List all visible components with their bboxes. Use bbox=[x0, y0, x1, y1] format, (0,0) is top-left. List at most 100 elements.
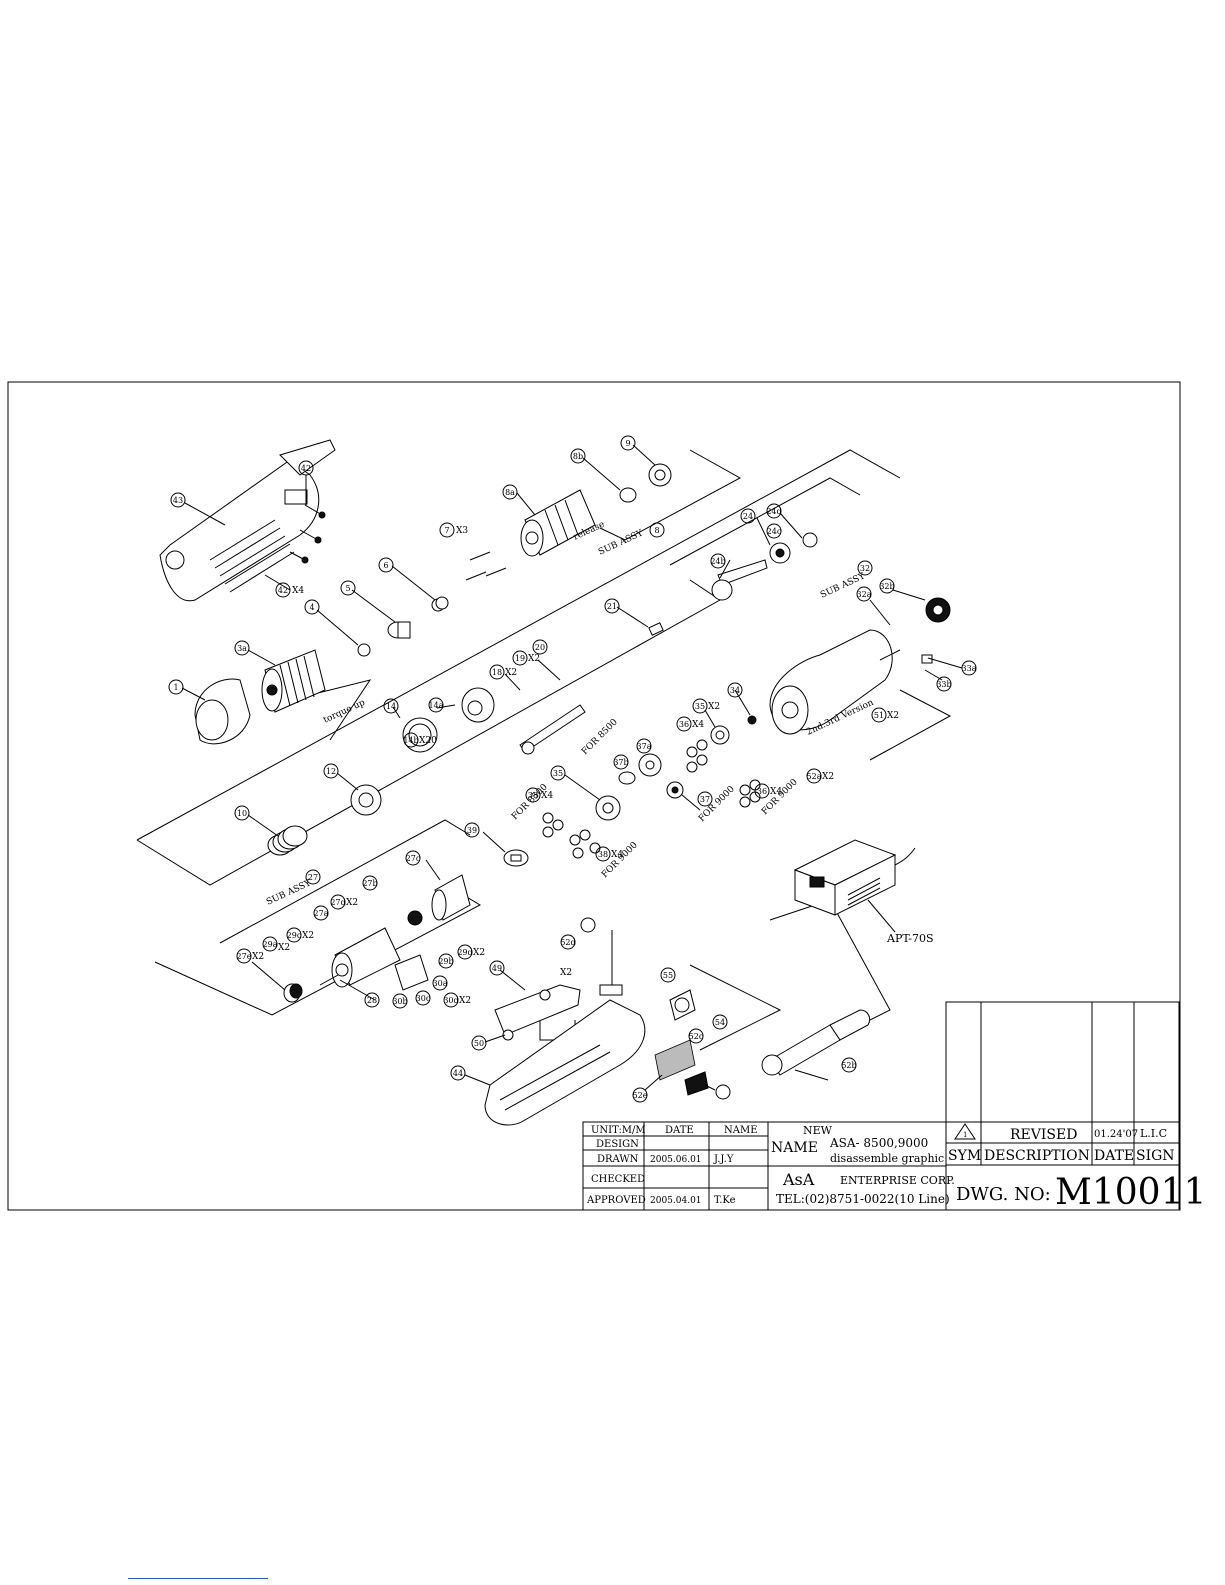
qty-7: X3 bbox=[456, 526, 468, 536]
qty-27e: X2 bbox=[252, 952, 264, 962]
qty-36-bottom: X4 bbox=[770, 787, 782, 797]
tb-new: NEW bbox=[803, 1124, 833, 1137]
label-30d: 30d bbox=[443, 996, 458, 1005]
label-29c: 29c bbox=[287, 931, 302, 940]
qty-18: X2 bbox=[505, 668, 517, 678]
label-30c: 30c bbox=[416, 994, 431, 1003]
qty-30d: X2 bbox=[459, 996, 471, 1006]
label-24c: 24c bbox=[767, 527, 782, 536]
tb-rev-symbol: 1 bbox=[963, 1131, 967, 1139]
label-34: 34 bbox=[730, 686, 740, 695]
tb-tel: TEL:(02)8751-0022(10 Line) bbox=[776, 1192, 950, 1206]
label-37b: 37b bbox=[613, 758, 628, 767]
label-18: 18 bbox=[492, 668, 502, 677]
label-20: 20 bbox=[535, 643, 545, 652]
part-37b-gear bbox=[618, 771, 636, 785]
tb-date-header: DATE bbox=[665, 1125, 694, 1136]
label-6: 6 bbox=[383, 561, 388, 570]
tb-drawn: DRAWN bbox=[597, 1154, 639, 1165]
qty-38-bottom: X4 bbox=[611, 850, 623, 860]
part-21-pin bbox=[648, 622, 664, 636]
label-10: 10 bbox=[237, 809, 247, 818]
part-5-bushing bbox=[387, 621, 411, 639]
label-38-top: 38 bbox=[528, 791, 538, 800]
tb-dwg-label: DWG. NO: bbox=[956, 1184, 1051, 1205]
part-34-screw bbox=[747, 715, 757, 725]
tb-rev-date: 01.24'07 bbox=[1094, 1129, 1138, 1140]
part-42b-handle-lower bbox=[484, 999, 646, 1126]
label-42b: 44 bbox=[453, 1069, 463, 1078]
label-33a: 33a bbox=[962, 664, 977, 673]
part-36-magnets bbox=[686, 739, 761, 808]
label-28: 28 bbox=[367, 996, 377, 1005]
tb-checked: CHECKED bbox=[591, 1174, 645, 1185]
label-27b: 27b bbox=[362, 879, 377, 888]
tb-desc: disassemble graphic bbox=[830, 1152, 944, 1165]
qty-43: X2 bbox=[560, 968, 572, 978]
qty-29a: X2 bbox=[278, 943, 290, 953]
tb-revised: REVISED bbox=[1010, 1127, 1077, 1143]
tb-sign: SIGN bbox=[1136, 1148, 1175, 1164]
label-52a: 52c bbox=[689, 1032, 704, 1041]
qty-14b: X20 bbox=[419, 736, 437, 746]
title-block: UNIT:M/M DATE NAME DESIGN DRAWN 2005.06.… bbox=[582, 1001, 1206, 1213]
part-bubbles bbox=[168, 435, 977, 1103]
tb-sym: SYM bbox=[948, 1148, 981, 1164]
part-42-handle-upper bbox=[159, 439, 336, 602]
qty-27d: X2 bbox=[346, 898, 358, 908]
label-52d: 54 bbox=[715, 1018, 725, 1027]
part-27a-housing bbox=[331, 927, 401, 988]
part-10-spring bbox=[267, 825, 308, 856]
label-30a: 30a bbox=[433, 979, 448, 988]
label-50: 52a bbox=[807, 772, 822, 781]
tb-rev-sign: L.I.C bbox=[1140, 1127, 1167, 1140]
tb-drawn-name: J.J.Y bbox=[713, 1154, 734, 1165]
sub-assy-label-8: SUB ASSY bbox=[597, 528, 646, 558]
tb-description: DESCRIPTION bbox=[984, 1148, 1090, 1164]
power-supply-label: APT-70S bbox=[886, 932, 934, 945]
label-27: 27 bbox=[308, 873, 318, 882]
label-29b: 29b bbox=[438, 957, 453, 966]
label-27e: 27e bbox=[237, 952, 252, 961]
part-3a-sleeve bbox=[261, 649, 326, 713]
part-power-supply bbox=[793, 839, 916, 916]
label-8a: 8a bbox=[505, 488, 515, 497]
label-27d: 27d bbox=[330, 898, 345, 907]
label-42: 43 bbox=[173, 496, 183, 505]
label-14a: 14a bbox=[429, 701, 444, 710]
part-38-gears bbox=[542, 812, 601, 859]
tb-name-label: NAME bbox=[771, 1140, 818, 1156]
part-32b-brush-holder bbox=[925, 597, 951, 623]
label-32b: 32b bbox=[879, 582, 894, 591]
torque-up-label: torque up bbox=[322, 698, 367, 726]
tb-dwg-no: M10011 bbox=[1055, 1172, 1206, 1213]
part-27c-sleeve bbox=[431, 874, 471, 921]
for-9000-label-mid: FOR 9000 bbox=[697, 784, 737, 824]
label-9: 9 bbox=[625, 439, 630, 448]
label-24: 24 bbox=[743, 512, 753, 521]
label-27a: 27a bbox=[314, 909, 329, 918]
label-14: 14 bbox=[386, 702, 396, 711]
part-43-clamp bbox=[494, 984, 581, 1036]
label-29d: 29d bbox=[457, 948, 472, 957]
label-29a: 29a bbox=[263, 940, 278, 949]
leader-lines bbox=[181, 444, 963, 1091]
tb-company-short: AsA bbox=[782, 1170, 815, 1189]
part-20-spindle bbox=[519, 704, 586, 755]
label-24d: 24d bbox=[766, 507, 781, 516]
label-36-bottom: 36 bbox=[757, 787, 767, 796]
label-37: 37 bbox=[700, 795, 710, 804]
part-44-nut bbox=[502, 1029, 514, 1041]
qty-29c: X2 bbox=[302, 931, 314, 941]
footer-link-underline[interactable] bbox=[128, 1578, 268, 1579]
qty-19: X2 bbox=[528, 654, 540, 664]
part-labels: 43 42 42 1 3a 4 5 6 7 8a 8b 9 8 10 12 14… bbox=[173, 439, 977, 1100]
part-1-nose-cap bbox=[194, 678, 251, 745]
tb-approved-name: T.Ke bbox=[714, 1195, 736, 1206]
label-4: 4 bbox=[309, 603, 314, 612]
label-24b: 24b bbox=[710, 557, 725, 566]
label-7: 7 bbox=[444, 526, 449, 535]
label-52c: 52e bbox=[633, 1091, 648, 1100]
label-12: 12 bbox=[326, 767, 336, 776]
